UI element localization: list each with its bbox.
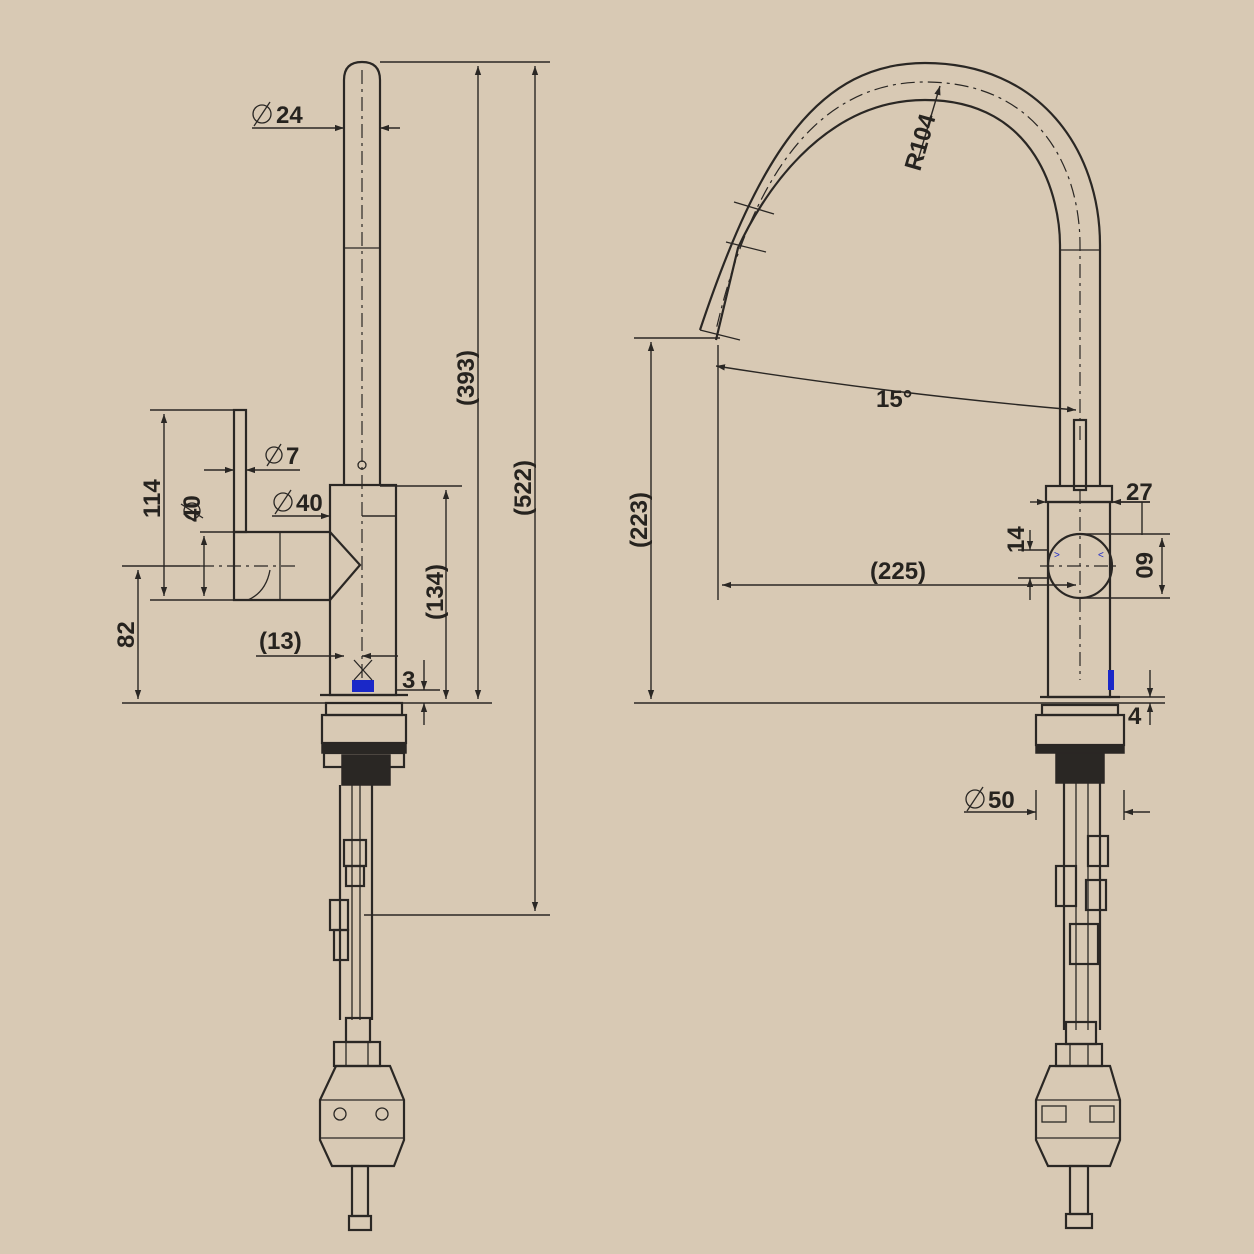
label-225: (225) [870,558,926,585]
diameter-icon [965,786,985,812]
label-223: (223) [626,492,653,548]
label-diam-40-handle: 40 [179,495,206,522]
label-4: 4 [1128,703,1142,730]
label-393: (393) [453,350,480,406]
side-view [200,60,408,1232]
label-14: 14 [1003,526,1030,553]
dimension-lines [122,61,1170,916]
label-diam-24: 24 [276,102,303,129]
label-60: 60 [1130,552,1157,579]
svg-text:<: < [1098,550,1104,561]
label-diam-50: 50 [988,787,1015,814]
diameter-symbols [180,101,985,812]
diameter-icon [265,443,283,467]
label-r104: R104 [900,110,942,173]
svg-text:>: > [1054,550,1060,561]
diameter-icon [252,101,272,127]
diameter-icon [180,502,204,520]
label-134: (134) [422,564,449,620]
label-13: (13) [259,628,302,655]
label-diam-40-body: 40 [296,490,323,517]
label-82: 82 [113,621,140,648]
flow-marker [352,680,374,692]
front-view: > < [698,61,1126,1230]
label-114: 114 [139,479,166,518]
label-diam-7: 7 [286,443,299,470]
dimension-labels: 24 7 40 40 114 82 (13) (134) (393) (522)… [113,102,1157,814]
label-27: 27 [1126,479,1153,506]
diameter-icon [273,489,293,515]
label-522: (522) [510,460,537,516]
label-3: 3 [402,667,415,694]
label-15-degree: 15° [876,386,912,413]
